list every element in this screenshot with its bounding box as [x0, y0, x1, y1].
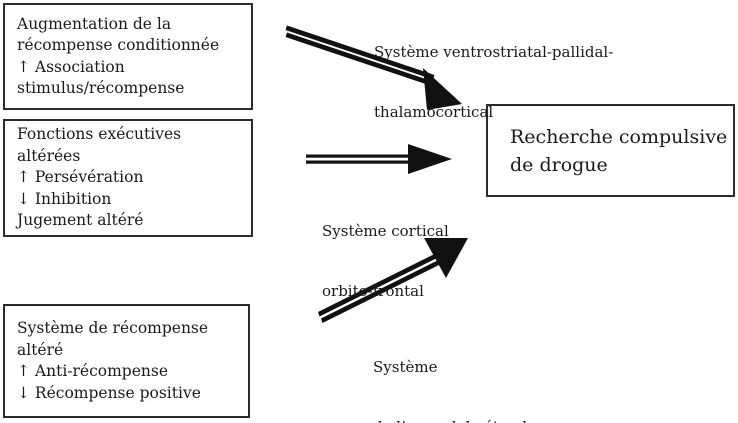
box-line: ↓ Récompense positive	[17, 383, 201, 402]
box-line: de drogue	[510, 153, 608, 176]
box-line: altérées	[17, 146, 81, 165]
label-line: Système	[373, 358, 438, 376]
box-line: Recherche compulsive	[510, 125, 728, 148]
box-line: ↓ Inhibition	[17, 189, 112, 208]
label-line: Système ventrostriatal-pallidal-	[374, 43, 614, 61]
box-reward-system[interactable]: Système de récompense altéré ↑ Anti-réco…	[3, 304, 250, 418]
box-line: Jugement altéré	[17, 211, 144, 230]
label-line: de l’amygdale étendue	[373, 417, 546, 423]
box-line: altéré	[17, 340, 64, 359]
box-line: ↑ Association	[17, 57, 125, 76]
label-systeme-cortical-orbito-frontal: Système cortical orbito-frontal	[322, 181, 449, 341]
label-line: Système cortical	[322, 222, 449, 240]
label-systeme-amygdale-etendue: Système de l’amygdale étendue	[373, 317, 546, 423]
box-line: stimulus/récompense	[17, 79, 185, 97]
label-line: orbito-frontal	[322, 282, 424, 300]
box-line: ↑ Anti-récompense	[17, 362, 169, 380]
box-conditioned-reward[interactable]: Augmentation de la récompense conditionn…	[3, 3, 253, 110]
box-executive-functions[interactable]: Fonctions exécutives altérées ↑ Persévér…	[3, 119, 253, 237]
box-compulsive-drug-seeking[interactable]: Recherche compulsive de drogue	[486, 104, 735, 197]
label-line: thalamocortical	[374, 103, 494, 121]
box-line: Système de récompense	[17, 319, 209, 337]
label-ventrostriatal-pallidal-thalamocortical: Système ventrostriatal-pallidal- thalamo…	[374, 2, 613, 162]
box-line: récompense conditionnée	[17, 36, 220, 54]
box-line: Fonctions exécutives	[17, 125, 182, 144]
box-line: ↑ Persévération	[17, 168, 144, 187]
box-line: Augmentation de la	[17, 14, 172, 33]
